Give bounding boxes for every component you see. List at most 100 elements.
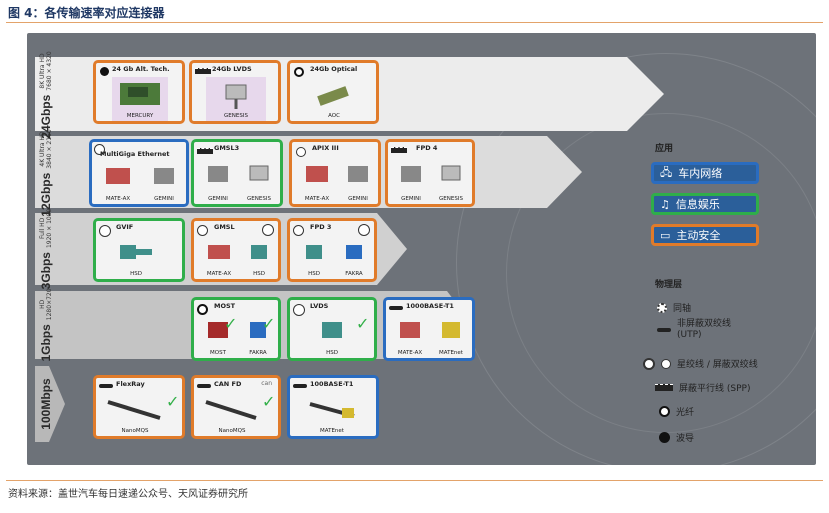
most-connector-icon xyxy=(208,322,228,338)
connector-image: MATE-AX xyxy=(96,162,140,204)
star-quad-icon xyxy=(643,357,655,370)
connector-label: MOST xyxy=(210,350,226,356)
legend-network: 🖧车内网络 xyxy=(651,162,759,184)
connector-label: HSD xyxy=(308,271,320,277)
coax-icon xyxy=(293,225,304,236)
legend-coax: 同轴 xyxy=(657,301,691,314)
bottom-rule xyxy=(6,480,823,481)
connector-card-1000base-t1: 1000BASE-T1 MATE-AX MATEnet xyxy=(383,297,475,361)
speed-label: 3Gbps xyxy=(39,252,53,290)
nanomqs-cable-icon xyxy=(107,400,161,420)
star-quad-icon xyxy=(99,225,111,237)
connector-label: GEMINI xyxy=(401,196,421,202)
card-title: MultiGiga Ethernet xyxy=(100,150,170,158)
spp-cable-icon xyxy=(195,68,211,74)
connector-label: HSD xyxy=(253,271,265,277)
connector-label: MATE-AX xyxy=(105,196,131,202)
connector-card-fpd-3: FPD 3 HSD FAKRA xyxy=(287,218,377,282)
legend-label: 波导 xyxy=(676,434,695,444)
legend-optical: 光纤 xyxy=(659,405,694,418)
connector-card-24gb-alt-tech: 24 Gb Alt. Tech. MERCURY xyxy=(93,60,185,124)
connector-image: MATE-AX xyxy=(296,160,338,204)
legend-label: (UTP) xyxy=(677,330,702,340)
connector-label: GENESIS xyxy=(247,196,271,202)
stp-icon xyxy=(661,358,671,369)
connector-label: GEMINI xyxy=(348,196,368,202)
connector-image: HSD xyxy=(106,239,166,279)
legend-infotainment: ♫信息娱乐 xyxy=(651,193,759,215)
nanomqs-cable-icon xyxy=(205,400,257,420)
top-rule xyxy=(6,22,823,23)
card-title: 100BASE-T1 xyxy=(310,380,354,388)
connector-label: MATEnet xyxy=(320,428,344,434)
legend-label: 主动安全 xyxy=(676,229,721,242)
optical-fiber-icon xyxy=(294,67,304,77)
gemini-connector-icon xyxy=(154,168,174,184)
legend-utp: 非屏蔽双绞线 (UTP) xyxy=(657,319,731,341)
spp-cable-icon xyxy=(197,148,213,154)
coax-icon xyxy=(296,147,306,157)
connector-card-can-fd: CAN FD can NanoMQS ✓ xyxy=(191,375,281,439)
connector-label: FAKRA xyxy=(345,271,363,277)
pcb-connector-icon xyxy=(120,83,160,105)
mate-ax-connector-icon xyxy=(400,322,420,338)
network-icon: 🖧 xyxy=(660,165,673,179)
speed-label: 1Gbps xyxy=(39,324,53,362)
connector-label: GEMINI xyxy=(208,196,228,202)
source-note: 资料来源：盖世汽车每日速递公众号、天风证券研究所 xyxy=(8,489,248,500)
connector-image: MATE-AX xyxy=(390,316,430,358)
matenet-connector-icon xyxy=(309,402,355,418)
speed-label: 100Mbps xyxy=(39,378,53,430)
utp-cable-icon xyxy=(197,384,211,388)
optical-fiber-icon xyxy=(197,304,208,315)
spp-cable-icon xyxy=(391,147,407,153)
gemini-connector-icon xyxy=(401,166,421,182)
waveguide-icon xyxy=(100,67,109,76)
connector-card-fpd-4: FPD 4 GEMINI GENESIS xyxy=(385,139,475,207)
connector-card-gmsl3: GMSL3 GEMINI GENESIS xyxy=(191,139,283,207)
can-logo: can xyxy=(261,380,272,387)
connector-label: GENESIS xyxy=(224,113,248,119)
connector-label: GENESIS xyxy=(439,196,463,202)
legend-app-title: 应用 xyxy=(655,144,674,154)
connector-image: GEMINI xyxy=(338,160,378,204)
spp-cable-icon xyxy=(655,384,673,391)
connector-card-lvds: LVDS HSD ✓ xyxy=(287,297,377,361)
mate-ax-connector-icon xyxy=(106,168,130,184)
connector-card-most: MOST MOST FAKRA ✓ ✓ xyxy=(191,297,281,361)
connector-label: AOC xyxy=(328,113,340,119)
connector-label: NanoMQS xyxy=(218,428,246,434)
connector-card-24gb-optical: 24Gb Optical AOC xyxy=(287,60,379,124)
card-title: CAN FD xyxy=(214,380,242,388)
camera-icon: ▭ xyxy=(660,228,671,242)
connector-label: MATE-AX xyxy=(304,196,330,202)
card-title: 24Gb Optical xyxy=(310,65,358,73)
check-icon: ✓ xyxy=(166,392,180,411)
legend-waveguide: 波导 xyxy=(659,431,694,444)
star-quad-icon xyxy=(358,224,370,236)
connector-card-gmsl: GMSL MATE-AX HSD xyxy=(191,218,281,282)
card-title: 24 Gb Alt. Tech. xyxy=(112,65,170,73)
legend-star-quad: 星绞线 / 屏蔽双绞线 xyxy=(643,357,758,370)
hsd-connector-icon xyxy=(322,322,342,338)
row-label-100mbps: 100Mbps xyxy=(36,371,56,437)
hsd-connector-icon xyxy=(306,245,322,259)
connector-image: GEMINI xyxy=(142,162,186,204)
connector-image: GENESIS xyxy=(238,160,280,204)
connector-image: FAKRA xyxy=(334,239,374,279)
connector-image: MATEnet xyxy=(302,394,362,436)
gemini-connector-icon xyxy=(208,166,228,182)
hsd-connector-icon xyxy=(251,245,267,259)
card-title: FlexRay xyxy=(116,380,145,388)
utp-cable-icon xyxy=(293,384,307,388)
connector-card-flexray: FlexRay NanoMQS ✓ xyxy=(93,375,185,439)
legend-label: 非屏蔽双绞线 xyxy=(677,319,732,329)
fakra-connector-icon xyxy=(346,245,362,259)
